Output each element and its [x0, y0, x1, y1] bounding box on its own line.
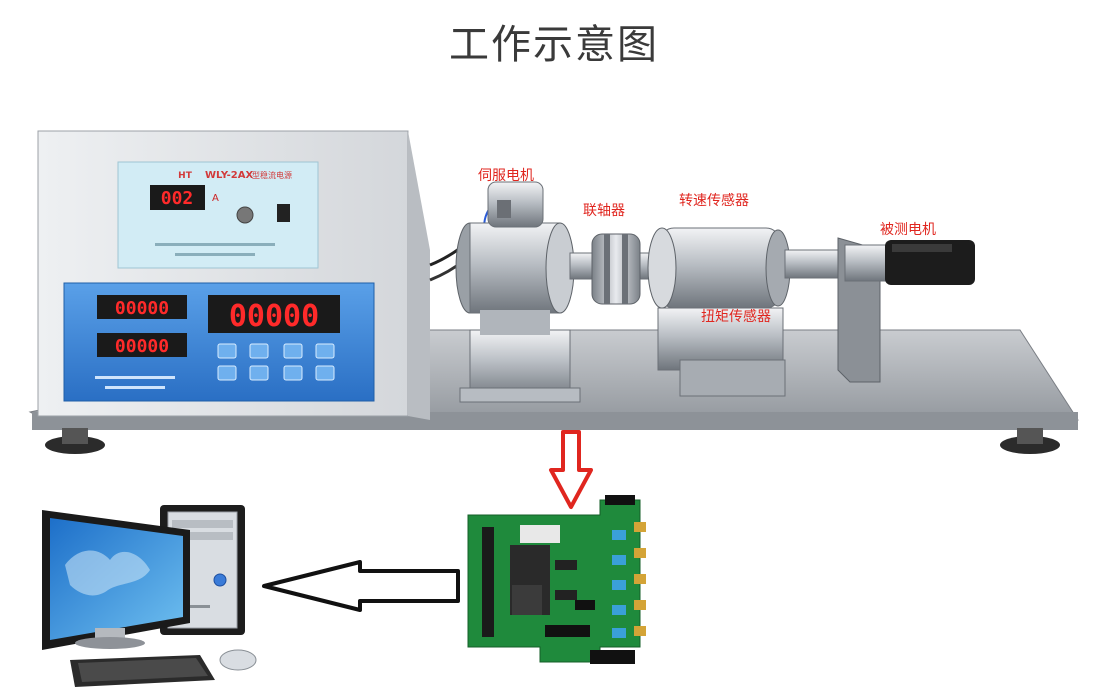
label-coupling: 联轴器: [583, 203, 625, 219]
data-acquisition-board: [467, 495, 646, 664]
power-switch[interactable]: [277, 204, 290, 222]
current-display: [150, 185, 205, 210]
down-arrow: [549, 430, 593, 509]
model-label: WLY-2AX: [205, 170, 253, 181]
label-torque-sensor: 扭矩传感器: [701, 309, 771, 325]
brand-logo: HT: [178, 171, 193, 181]
control-cabinet: 002 A HT WLY-2AX 型稳流电源 00000 00000 00000: [37, 130, 430, 420]
torque-display: [97, 333, 187, 357]
coupling: [591, 233, 641, 305]
power-display: [208, 295, 340, 333]
current-reading: 002: [161, 188, 194, 209]
computer: [42, 505, 257, 687]
speed-display: [97, 295, 187, 319]
label-tested-motor: 被测电机: [880, 222, 936, 238]
keypad[interactable]: [217, 343, 335, 381]
diagram-title: 工作示意图: [449, 22, 659, 68]
current-unit: A: [212, 193, 219, 204]
power-reading: 00000: [229, 299, 319, 334]
torque-reading: 00000: [115, 336, 169, 357]
adjust-knob[interactable]: [236, 206, 254, 224]
model-name: 型稳流电源: [252, 170, 292, 180]
servo-motor: [455, 181, 581, 403]
speed-reading: 00000: [115, 298, 169, 319]
left-arrow: [262, 560, 460, 612]
label-servo-motor: 伺服电机: [478, 168, 534, 184]
speed-torque-sensor: [647, 227, 791, 397]
label-speed-sensor: 转速传感器: [679, 193, 749, 209]
tested-motor: [837, 237, 975, 383]
